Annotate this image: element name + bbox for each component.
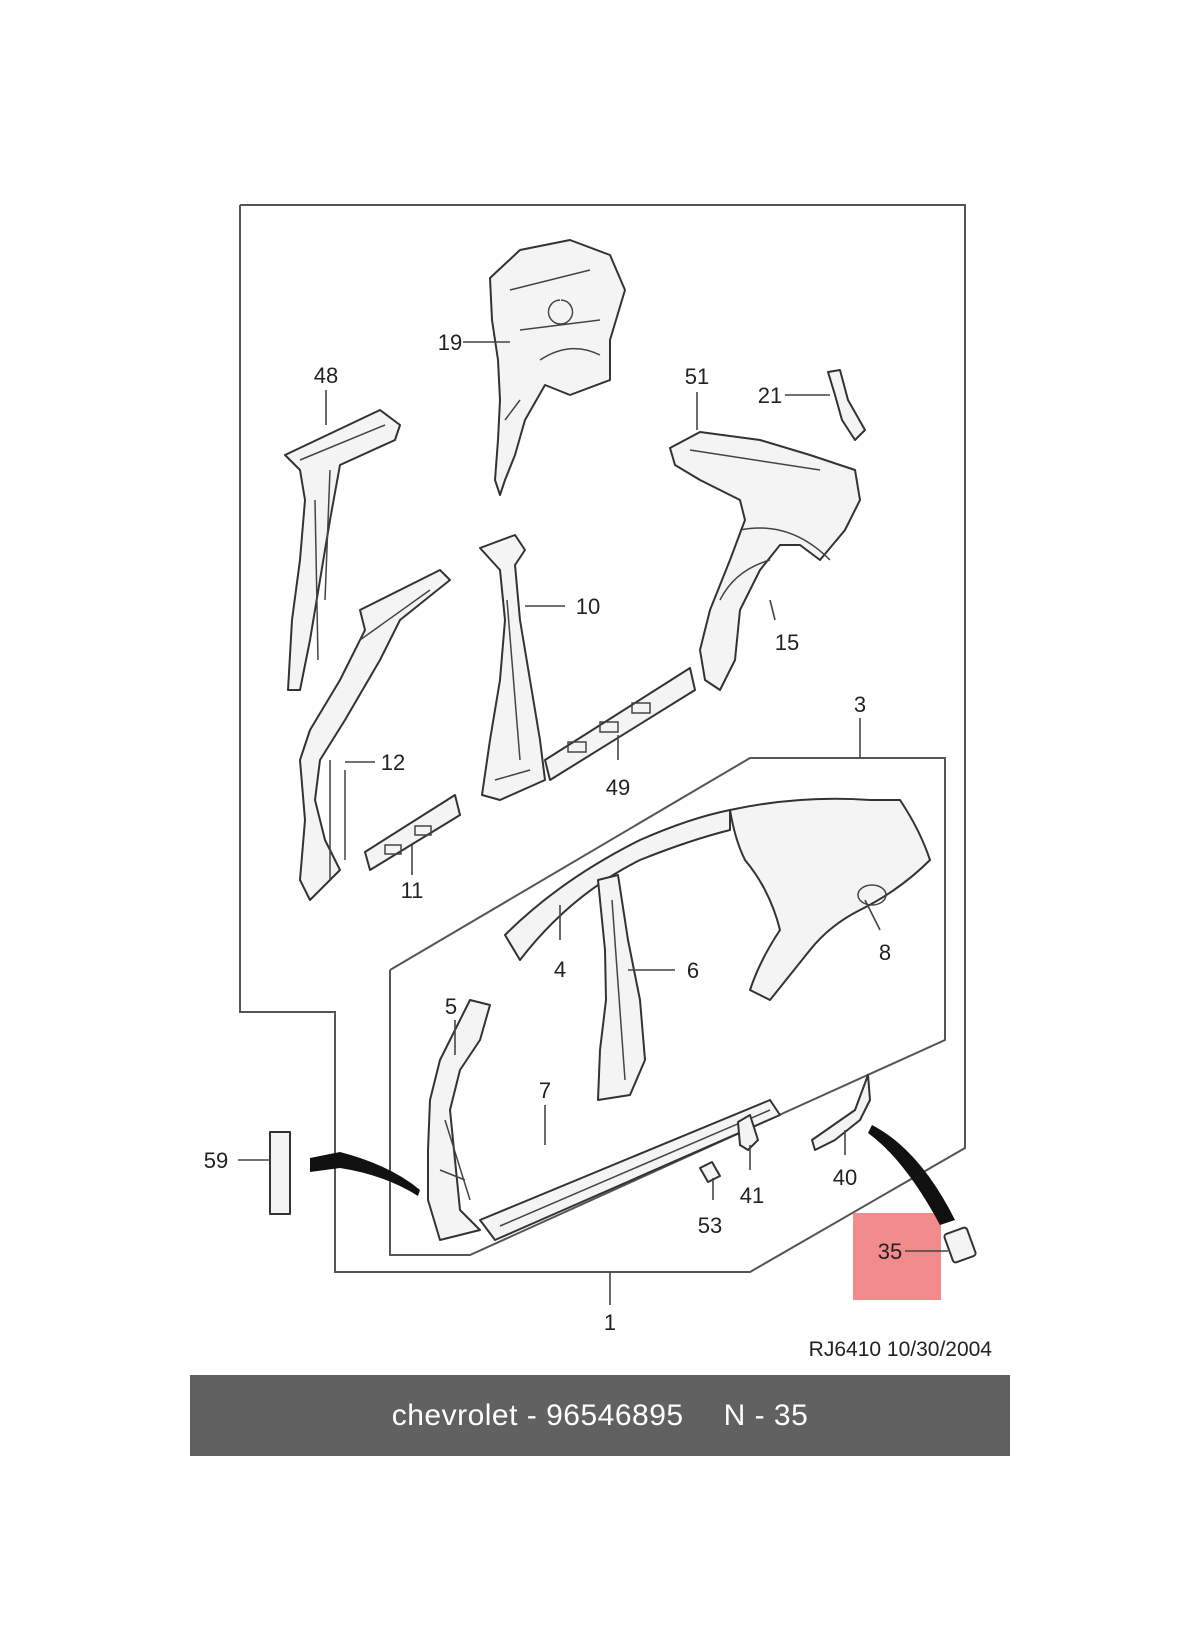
- callout-40: 40: [833, 1165, 857, 1190]
- part-41[interactable]: [737, 1114, 759, 1151]
- callout-19: 19: [438, 330, 462, 355]
- callout-53: 53: [698, 1213, 722, 1238]
- callout-5: 5: [445, 994, 457, 1019]
- part-8[interactable]: [729, 797, 931, 1001]
- callout-49: 49: [606, 775, 630, 800]
- callout-10: 10: [576, 594, 600, 619]
- callout-1: 1: [604, 1310, 616, 1335]
- part-48[interactable]: [284, 409, 401, 691]
- callout-3: 3: [854, 692, 866, 717]
- drawing-reference: RJ6410 10/30/2004: [809, 1338, 993, 1361]
- part-12[interactable]: [299, 569, 451, 901]
- callout-51: 51: [685, 364, 709, 389]
- callout-7: 7: [539, 1078, 551, 1103]
- part-15-51[interactable]: [669, 431, 861, 691]
- callout-59: 59: [204, 1148, 228, 1173]
- footer-brand-part: chevrolet - 96546895: [391, 1398, 684, 1432]
- part-6[interactable]: [597, 874, 646, 1101]
- callout-6: 6: [687, 958, 699, 983]
- leader-lines: [238, 341, 948, 1305]
- part-10[interactable]: [479, 534, 546, 801]
- callout-12: 12: [381, 750, 405, 775]
- outer-frame: [239, 204, 966, 1273]
- part-49[interactable]: [544, 667, 696, 781]
- arrow-35: [868, 1125, 955, 1225]
- footer-position: N - 35: [723, 1398, 809, 1432]
- part-5[interactable]: [427, 999, 491, 1241]
- callout-11: 11: [401, 878, 424, 903]
- part-7[interactable]: [479, 1099, 781, 1241]
- inner-frame: [389, 757, 946, 1256]
- part-35[interactable]: [943, 1226, 977, 1264]
- part-59[interactable]: [269, 1131, 291, 1215]
- callout-4: 4: [554, 957, 566, 982]
- callout-15: 15: [775, 630, 799, 655]
- part-19[interactable]: [489, 239, 626, 496]
- part-21[interactable]: [827, 369, 866, 441]
- part-40[interactable]: [811, 1074, 871, 1151]
- highlight-box-35: [853, 1213, 941, 1300]
- arrow-59: [310, 1152, 420, 1196]
- callout-21: 21: [758, 383, 782, 408]
- callout-8: 8: [879, 940, 891, 965]
- footer-bar: chevrolet - 96546895 N - 35: [190, 1375, 1010, 1456]
- part-53[interactable]: [699, 1161, 721, 1183]
- callout-48: 48: [314, 363, 338, 388]
- callout-41: 41: [740, 1183, 764, 1208]
- part-11[interactable]: [364, 794, 461, 871]
- part-4[interactable]: [504, 809, 731, 961]
- callout-35: 35: [878, 1239, 902, 1264]
